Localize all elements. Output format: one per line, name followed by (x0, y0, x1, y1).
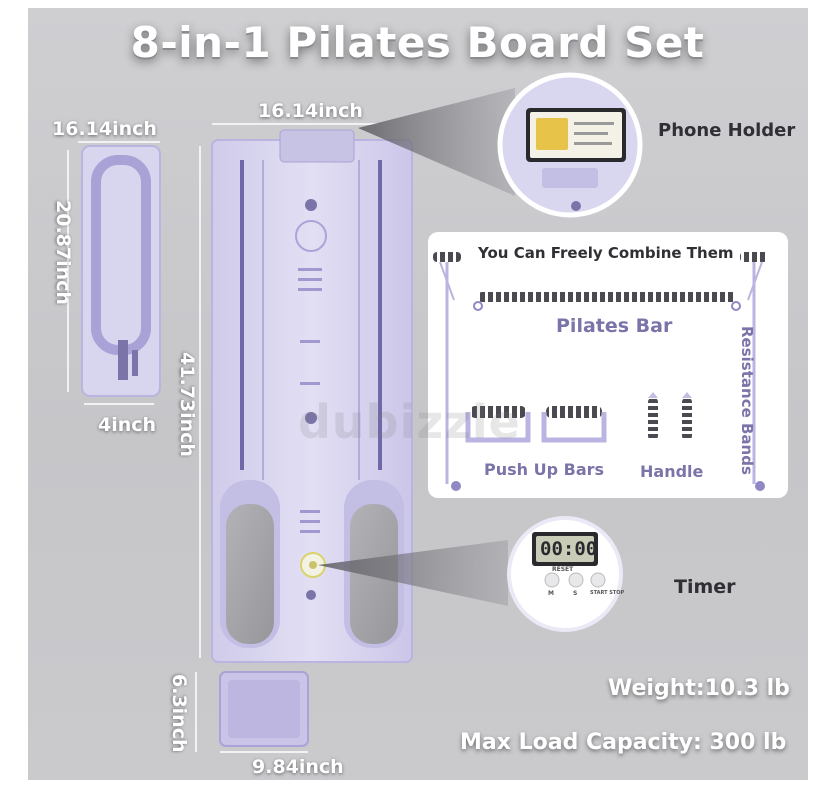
timer-label: Timer (674, 576, 736, 598)
side-height-label: 20.87inch (52, 200, 74, 305)
accessories-illustration (428, 232, 788, 498)
timer-reset-label: RESET (552, 566, 574, 573)
timer-display: 00:00 (540, 538, 598, 560)
weight-spec: Weight:10.3 lb (608, 676, 790, 701)
page-title: 8-in-1 Pilates Board Set (130, 18, 705, 67)
resistance-bands-label: Resistance Bands (738, 326, 756, 475)
side-width-label: 16.14inch (52, 118, 157, 140)
pilates-bar-label: Pilates Bar (556, 315, 673, 337)
timer-callout (318, 516, 623, 632)
side-depth-label: 4inch (98, 414, 157, 436)
pad-height-label: 6.3inch (168, 674, 190, 753)
timer-button-m: M (548, 590, 554, 597)
board-width-label: 16.14inch (258, 100, 363, 122)
max-load-spec: Max Load Capacity: 300 lb (460, 730, 787, 755)
phone-holder-label: Phone Holder (658, 120, 796, 141)
accessories-heading: You Can Freely Combine Them (478, 244, 734, 262)
phone-holder-callout (358, 72, 643, 218)
board-length-label: 41.73inch (176, 352, 198, 457)
watermark-text: dubizzle (298, 395, 521, 449)
dimension-lines (67, 123, 378, 753)
pad-width-label: 9.84inch (252, 756, 344, 778)
side-folded-view (81, 145, 161, 397)
timer-button-start-stop: START STOP (590, 590, 625, 596)
knee-pad (219, 671, 309, 747)
timer-button-s: S (573, 590, 578, 597)
push-up-bars-label: Push Up Bars (484, 460, 605, 479)
handle-label: Handle (640, 462, 704, 481)
